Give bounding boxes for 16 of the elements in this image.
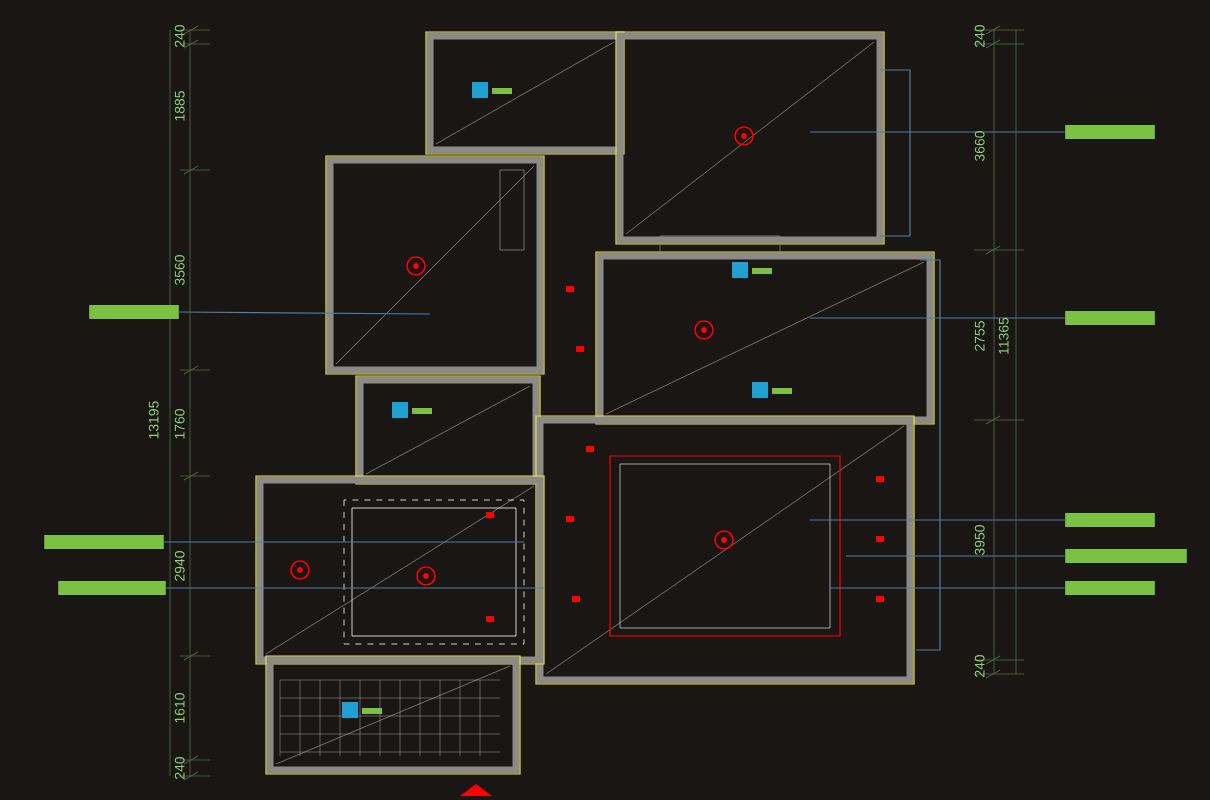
- label-bar: [1065, 125, 1155, 139]
- leader-line: [163, 541, 525, 543]
- label-bar: [44, 535, 164, 549]
- leader-line: [809, 131, 1066, 133]
- leader-line: [809, 317, 1066, 319]
- label-bar: [1065, 581, 1155, 595]
- leader-line: [178, 311, 431, 315]
- label-bar: [1065, 311, 1155, 325]
- leader-line: [809, 519, 1066, 521]
- leader-line: [165, 587, 545, 589]
- label-bar: [58, 581, 166, 595]
- label-bar: [1065, 549, 1187, 563]
- label-bar: [1065, 513, 1155, 527]
- leader-line: [845, 555, 1066, 557]
- leader-line: [829, 587, 1066, 589]
- label-bar: [89, 305, 179, 319]
